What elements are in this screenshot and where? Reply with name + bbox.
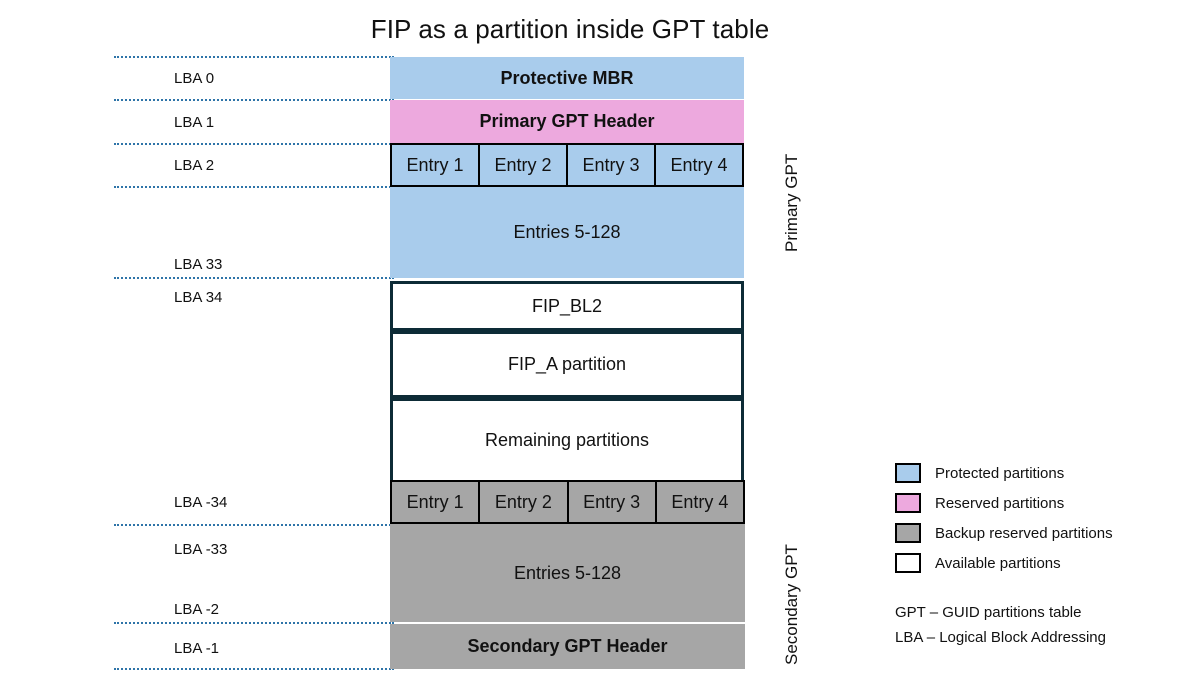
leader-line <box>114 56 394 58</box>
primary-gpt-side-label: Primary GPT <box>782 153 801 252</box>
lba-label: LBA -33 <box>174 541 228 558</box>
lba-label: LBA 34 <box>174 289 223 306</box>
legend-swatch <box>895 463 921 483</box>
lba-label: LBA 2 <box>174 157 215 174</box>
leader-line <box>114 668 394 670</box>
legend-swatch <box>895 553 921 573</box>
legend-swatch <box>895 493 921 513</box>
legend-note: GPT – GUID partitions table <box>895 604 1082 621</box>
secondary-entries-5-128: Entries 5-128 <box>390 524 745 622</box>
secondary-gpt-header: Secondary GPT Header <box>390 624 745 669</box>
fip-bl2: FIP_BL2 <box>390 281 744 331</box>
legend-item: Backup reserved partitions <box>895 518 1165 548</box>
leader-line <box>114 99 394 101</box>
primary-entries-5-128: Entries 5-128 <box>390 187 744 278</box>
lba-label: LBA 1 <box>174 114 215 131</box>
leader-line <box>114 277 394 279</box>
legend-item: Reserved partitions <box>895 488 1165 518</box>
protective-mbr: Protective MBR <box>390 57 744 99</box>
entry-cell: Entry 2 <box>480 482 569 522</box>
leader-line <box>114 622 394 624</box>
legend-item: Protected partitions <box>895 458 1165 488</box>
entry-cell: Entry 2 <box>480 145 568 185</box>
legend-item: Available partitions <box>895 548 1165 578</box>
remaining-partitions: Remaining partitions <box>390 398 744 483</box>
entry-cell: Entry 3 <box>568 482 657 522</box>
lba-label: LBA -34 <box>174 494 228 511</box>
fip-a-partition: FIP_A partition <box>390 331 744 398</box>
entry-cell: Entry 3 <box>568 145 656 185</box>
leader-line <box>114 186 394 188</box>
legend-label: Protected partitions <box>935 464 1065 482</box>
secondary-gpt-side-label: Secondary GPT <box>782 544 801 665</box>
lba-label: LBA 33 <box>174 256 223 273</box>
entry-cell: Entry 4 <box>656 482 743 522</box>
leader-line <box>114 524 394 526</box>
primary-gpt-header: Primary GPT Header <box>390 100 744 143</box>
lba-label: LBA 0 <box>174 70 215 87</box>
lba-label: LBA -2 <box>174 601 220 618</box>
legend-label: Backup reserved partitions <box>935 524 1113 542</box>
legend-label: Available partitions <box>935 554 1061 572</box>
legend-label: Reserved partitions <box>935 494 1065 512</box>
leader-line <box>114 143 394 145</box>
entry-cell: Entry 1 <box>392 145 480 185</box>
legend-swatch <box>895 523 921 543</box>
entry-cell: Entry 4 <box>656 145 742 185</box>
lba-label: LBA -1 <box>174 640 220 657</box>
page-title: FIP as a partition inside GPT table <box>370 14 770 44</box>
entry-cell: Entry 1 <box>392 482 481 522</box>
legend-note: LBA – Logical Block Addressing <box>895 629 1106 646</box>
